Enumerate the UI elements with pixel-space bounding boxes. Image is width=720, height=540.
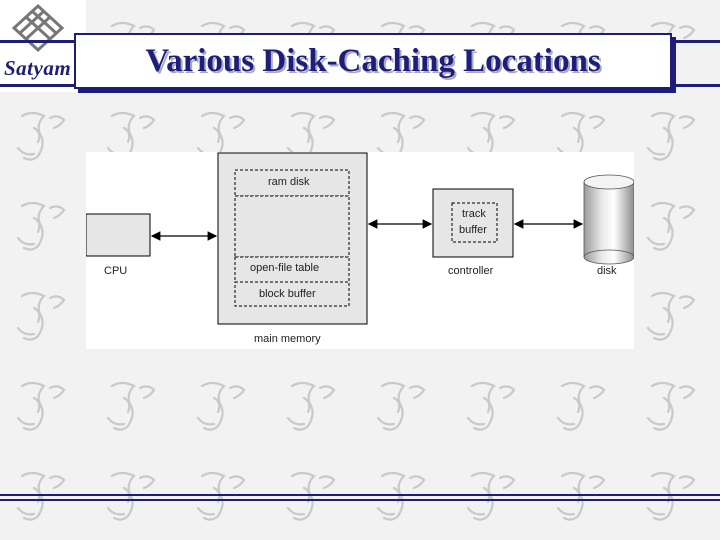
track-buffer-region <box>451 202 498 243</box>
footer-rule-top <box>0 494 720 496</box>
open-file-table-label: open-file table <box>250 262 320 274</box>
controller-label: controller <box>448 265 494 277</box>
block-buffer-region <box>234 281 350 307</box>
title-box: Various Disk-Caching Locations <box>74 33 672 89</box>
block-buffer-label: block buffer <box>259 288 316 300</box>
logo-text: Satyam <box>4 56 72 80</box>
track-buffer-label-line2: buffer <box>459 224 487 236</box>
logo-emblem-icon <box>11 3 65 53</box>
slide-title: Various Disk-Caching Locations <box>145 42 601 79</box>
track-buffer-label-line1: track <box>462 208 486 220</box>
main-memory-label: main memory <box>254 333 321 345</box>
diagram-graphics <box>86 152 634 325</box>
cpu-label: CPU <box>104 265 128 277</box>
logo: Satyam <box>0 0 86 92</box>
disk-cylinder-icon <box>583 174 634 265</box>
ram-disk-label: ram disk <box>268 176 310 188</box>
memory-middle-region <box>234 195 350 258</box>
footer-rule-bottom <box>0 499 720 501</box>
open-file-table-region <box>234 256 350 283</box>
disk-label: disk <box>597 265 617 277</box>
cpu-box <box>86 213 151 257</box>
diagram-panel: CPU ram disk open-file table block buffe… <box>86 152 634 349</box>
